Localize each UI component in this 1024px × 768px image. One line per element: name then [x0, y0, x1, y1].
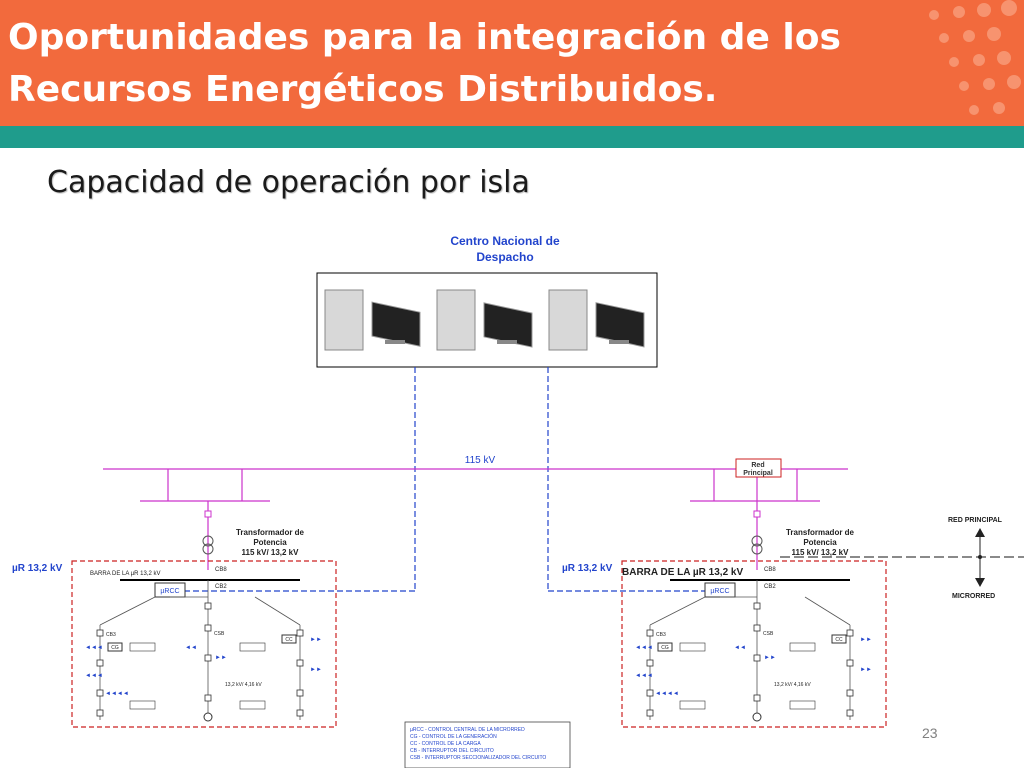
legend-line: µRCC - CONTROL CENTRAL DE LA MICRORRED [410, 727, 525, 733]
svg-text:►►: ►► [310, 637, 322, 643]
microgrid-boundary-left [71, 560, 337, 728]
urcc-label-right: µRCC [710, 588, 729, 595]
cc-box-left: CC [281, 634, 297, 644]
svg-text:►►: ►► [860, 637, 872, 643]
bus-label: 115 kV [465, 455, 496, 466]
svg-text:◄◄◄: ◄◄◄ [85, 673, 103, 679]
microgrid-boundary-right [621, 560, 887, 728]
svg-text:CC: CC [835, 637, 843, 643]
computer-icon [324, 289, 421, 351]
cb2-right: CB2 [764, 584, 776, 590]
page-number: 23 [922, 725, 938, 741]
svg-text:◄◄◄◄: ◄◄◄◄ [105, 691, 129, 697]
svg-text:◄◄: ◄◄ [734, 645, 746, 651]
svg-text:CG: CG [111, 645, 119, 651]
svg-text:►►: ►► [215, 655, 227, 661]
transformer-label-left-3: 115 kV/ 13,2 kV [242, 548, 300, 557]
cb8-right: CB8 [764, 567, 776, 573]
transformer-symbol [202, 535, 763, 555]
csb-right: CSB [763, 631, 774, 637]
generator-icon [203, 712, 213, 722]
legend-line: CG - CONTROL DE LA GENERACIÓN [410, 733, 497, 740]
red-principal-line2: Principal [743, 470, 773, 477]
transformer-label-left-2: Potencia [253, 538, 287, 547]
header-dot-pattern [929, 0, 1021, 115]
transformer-label-right-2: Potencia [803, 538, 837, 547]
bar-label-left: BARRA DE LA µR 13,2 kV [90, 571, 161, 577]
center-title-line2: Despacho [476, 250, 533, 264]
cc-box-right: CC [831, 634, 847, 644]
microgrid-diagram: Centro Nacional de Despacho 115 kV Red P… [12, 234, 1024, 768]
low-voltage-left: 13,2 kV/ 4,16 kV [225, 682, 262, 688]
transformer-label-right-1: Transformador de [786, 528, 855, 537]
cb3-right: CB3 [656, 632, 666, 638]
center-title-line1: Centro Nacional de [450, 234, 560, 248]
legend-red-principal: RED PRINCIPAL [948, 517, 1003, 524]
cg-box-left: CG [107, 642, 123, 652]
svg-text:◄◄◄: ◄◄◄ [635, 673, 653, 679]
computer-icon [436, 289, 533, 351]
legend-line: CB - INTERRUPTOR DEL CIRCUITO [410, 748, 494, 754]
direction-arrows-icon [975, 528, 985, 587]
switches-right [646, 602, 854, 717]
svg-text:◄◄: ◄◄ [185, 645, 197, 651]
transformer-label-right-3: 115 kV/ 13,2 kV [792, 548, 850, 557]
cg-box-right: CG [657, 642, 673, 652]
generator-icon [752, 712, 762, 722]
slide-subtitle: Capacidad de operación por isla [47, 165, 530, 200]
micro-label-right: µR 13,2 kV [562, 563, 613, 574]
svg-text:◄◄◄◄: ◄◄◄◄ [655, 691, 679, 697]
flow-arrows-right: ◄◄◄ ◄◄◄ ►► ►► ◄◄ ►► ◄◄◄◄ [635, 637, 872, 697]
legend-line: CC - CONTROL DE LA CARGA [410, 741, 481, 747]
unit-boxes-right [679, 642, 816, 710]
breaker [753, 510, 761, 518]
transformer-label-left-1: Transformador de [236, 528, 305, 537]
communication-links [170, 367, 705, 592]
svg-text:►►: ►► [310, 667, 322, 673]
legend-microrred: MICRORRED [952, 593, 995, 600]
low-voltage-right: 13,2 kV/ 4,16 kV [774, 682, 811, 688]
switches-left [96, 602, 304, 717]
abbreviation-legend [404, 721, 571, 768]
svg-text:CC: CC [285, 637, 293, 643]
micro-label-left: µR 13,2 kV [12, 563, 63, 574]
flow-arrows-left: ◄◄◄ ◄◄◄ ►► ►► ◄◄ ►► ◄◄◄◄ [85, 637, 322, 697]
legend-line: CSB - INTERRUPTOR SECCIONALIZADOR DEL CI… [410, 755, 546, 761]
svg-text:CG: CG [661, 645, 669, 651]
computer-icon [548, 289, 645, 351]
svg-text:►►: ►► [860, 667, 872, 673]
slide-title: Oportunidades para la integración de los… [8, 17, 841, 110]
breaker [204, 510, 212, 518]
unit-boxes-left [129, 642, 266, 710]
urcc-label-left: µRCC [160, 588, 179, 595]
red-principal-line1: Red [751, 462, 764, 469]
svg-text:►►: ►► [764, 655, 776, 661]
cb2-left: CB2 [215, 584, 227, 590]
svg-text:◄◄◄: ◄◄◄ [635, 645, 653, 651]
csb-left: CSB [214, 631, 225, 637]
accent-band [0, 126, 1024, 148]
red-principal-box [735, 458, 782, 478]
cb3-left: CB3 [106, 632, 116, 638]
bar-label-right: BARRA DE LA µR 13,2 kV [622, 567, 743, 578]
svg-text:◄◄◄: ◄◄◄ [85, 645, 103, 651]
cb8-left: CB8 [215, 567, 227, 573]
header-banner: Oportunidades para la integración de los… [0, 0, 1024, 126]
